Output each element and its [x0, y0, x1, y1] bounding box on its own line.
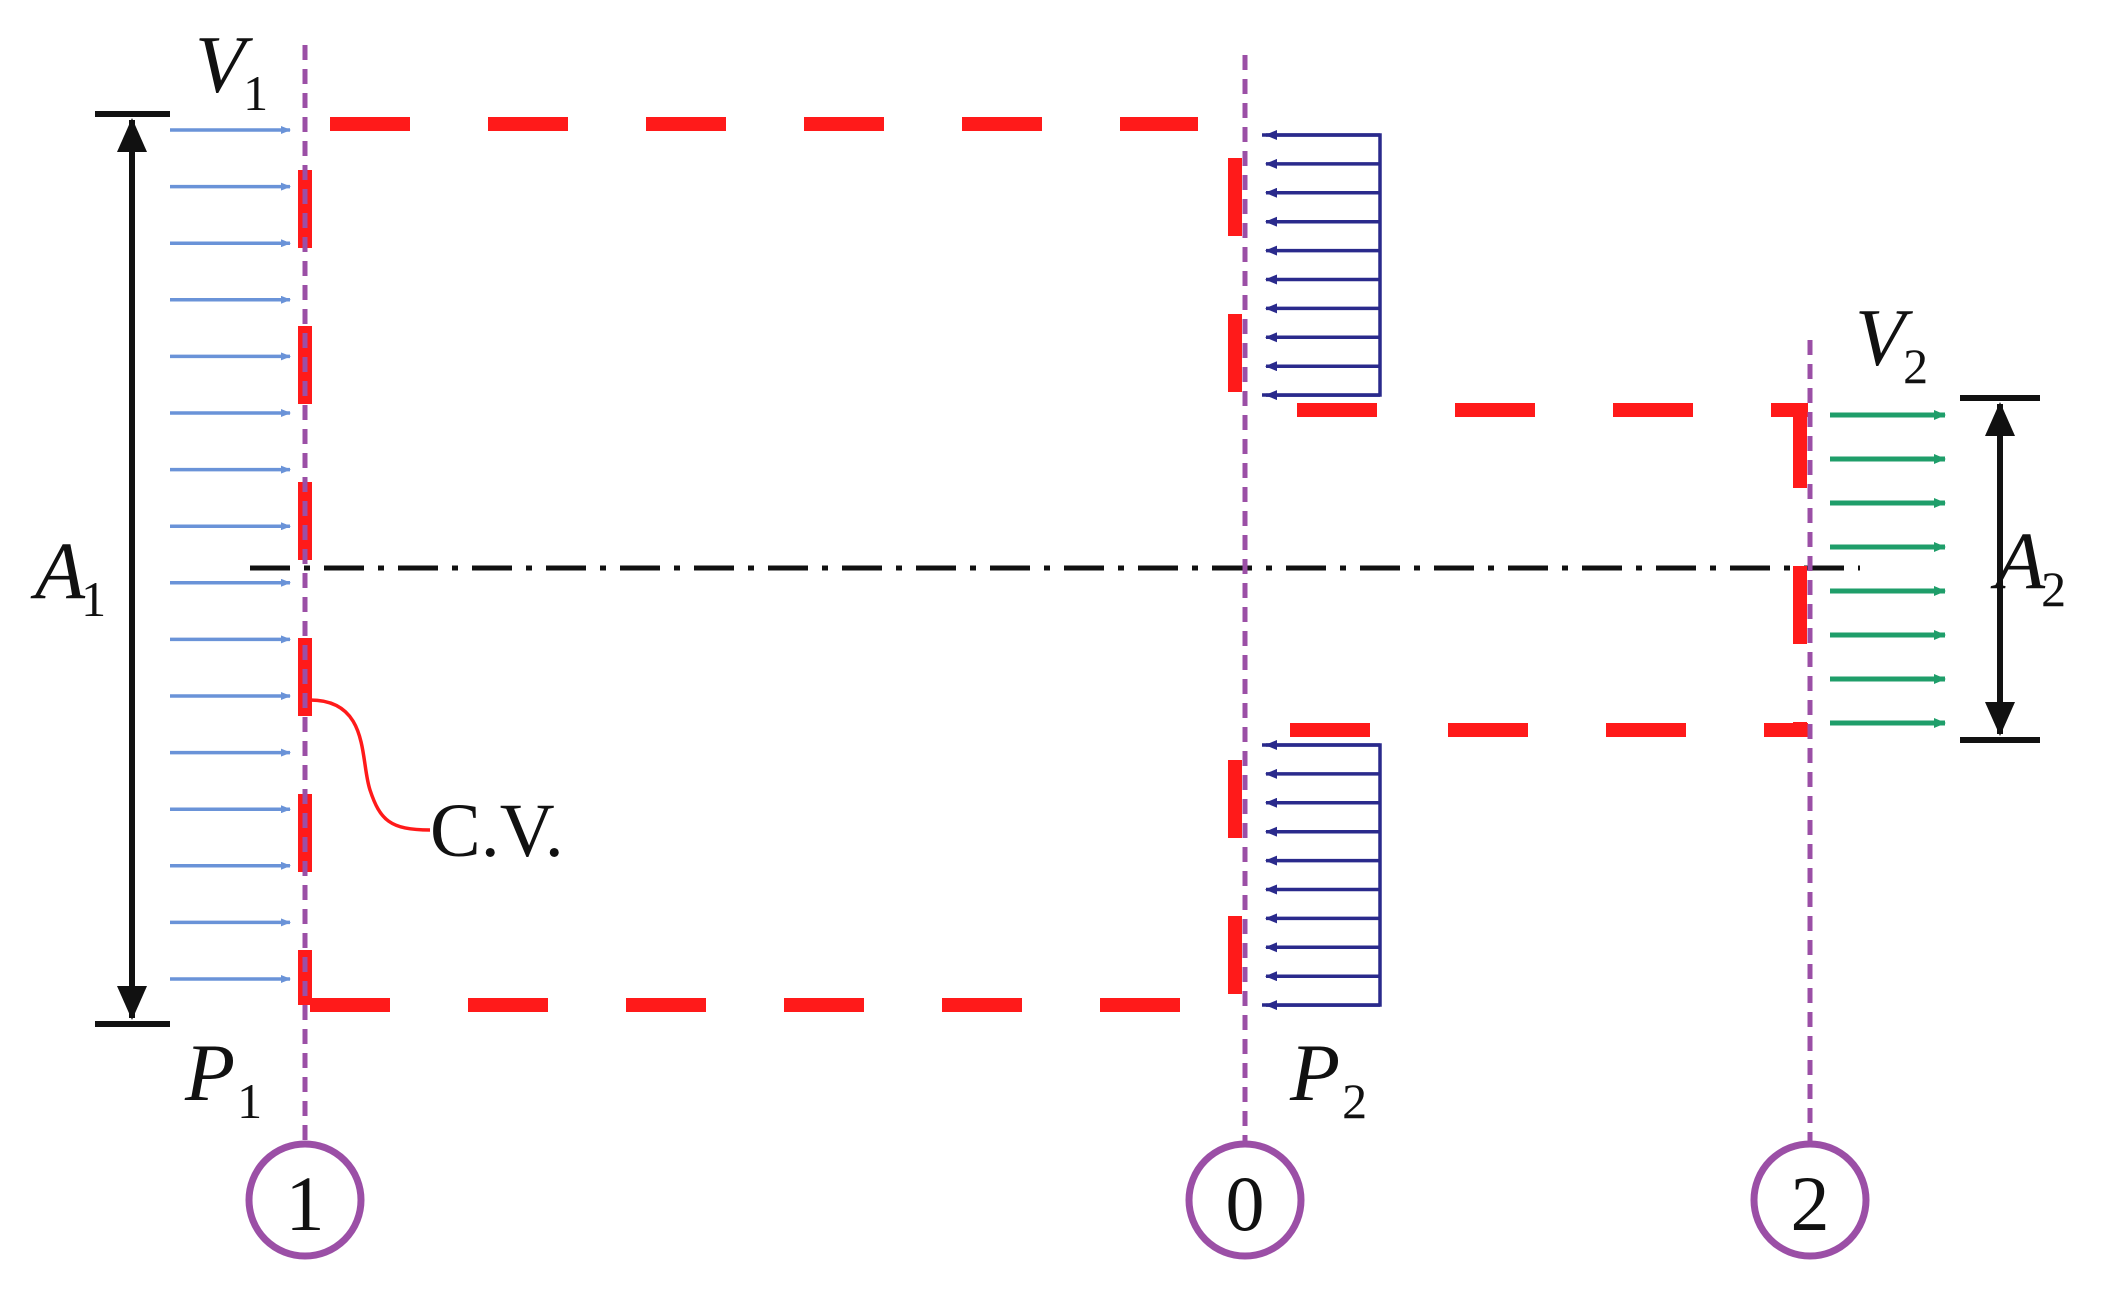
station-label-0: 0	[1226, 1160, 1265, 1247]
p1-label: P1	[184, 1027, 262, 1129]
station-markers: 1 0 2	[245, 1140, 1870, 1260]
a1-dimension	[95, 111, 170, 1027]
v1-label: V1	[195, 19, 268, 121]
cv-label: C.V.	[430, 789, 564, 873]
control-volume-vertical-segments	[298, 158, 1807, 1005]
a2-dimension	[1960, 395, 2040, 743]
a2-label: A2	[1990, 515, 2066, 617]
cv-leader-line	[309, 698, 431, 832]
station-circle-1	[245, 1140, 365, 1260]
station-label-2: 2	[1791, 1160, 1830, 1247]
pressure-block-lower-outline	[1262, 743, 1382, 1007]
v2-label: V2	[1855, 292, 1928, 394]
a1-label: A1	[30, 525, 106, 627]
inlet-velocity-arrows	[170, 126, 291, 983]
station-label-1: 1	[286, 1160, 325, 1247]
outlet-velocity-arrows	[1830, 410, 1946, 728]
pressure-block-upper-outline	[1262, 133, 1382, 397]
station-circle-2	[1750, 1140, 1870, 1260]
pressure-arrows-p2	[1262, 130, 1382, 1011]
station-circle-0	[1185, 1140, 1305, 1260]
p2-label: P2	[1289, 1027, 1367, 1129]
station-lines	[302, 45, 1813, 1148]
